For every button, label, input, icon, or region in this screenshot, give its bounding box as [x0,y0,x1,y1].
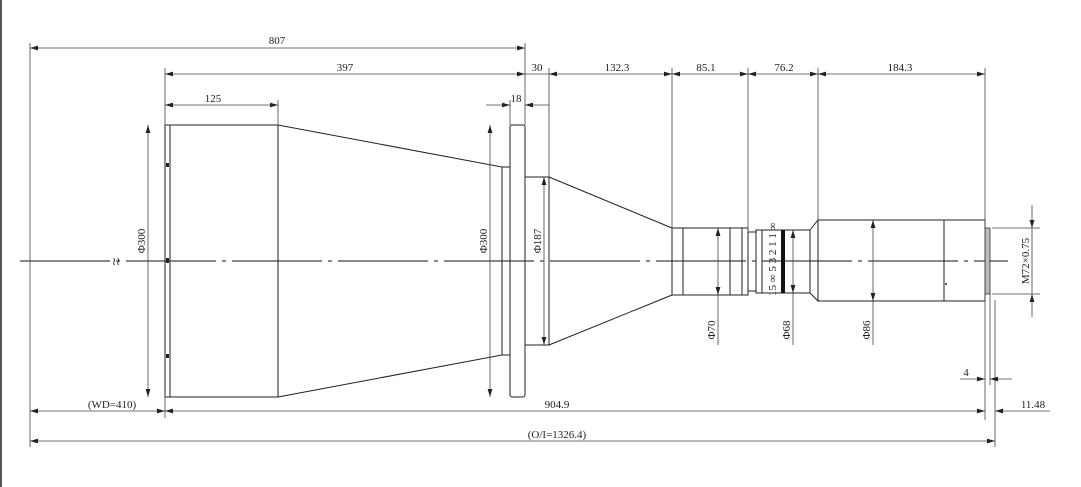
dim-76-2: 76.2 [774,62,793,74]
dia-ring-68: Φ68 [781,320,793,340]
dia-rear-86: Φ86 [861,320,873,340]
lens-body: 15 ∞ 5 3 2 1 1 ∞ [164,124,991,398]
dim-904-9: 904.9 [545,399,570,411]
dia-flange-300: Φ300 [478,228,490,253]
dim-4: 4 [963,367,969,379]
dia-tube-70: Φ70 [706,320,718,340]
dim-oi: (O/I=1326.4) [528,429,587,441]
dim-85-1: 85.1 [696,62,715,74]
dia-front-300: Φ300 [136,228,148,253]
focus-ring-scale: 15 ∞ 5 3 2 1 1 ∞ [767,222,779,296]
dim-18: 18 [511,93,523,105]
outside-dimension-arrows [486,73,1050,414]
dim-184-3: 184.3 [888,62,913,74]
dim-11-48: 11.48 [1021,399,1046,411]
dim-807: 807 [269,35,286,47]
dia-neck-187: Φ187 [532,228,544,253]
dim-30: 30 [532,62,544,74]
extension-lines [29,43,1040,447]
thread-spec: M72×0.75 [1020,237,1032,284]
dim-wd: (WD=410) [88,399,137,411]
dim-132-3: 132.3 [605,62,630,74]
dim-125: 125 [205,93,222,105]
dimension-lines [30,45,995,444]
dim-397: 397 [337,62,354,74]
break-symbol: ≀≀ [112,256,120,268]
